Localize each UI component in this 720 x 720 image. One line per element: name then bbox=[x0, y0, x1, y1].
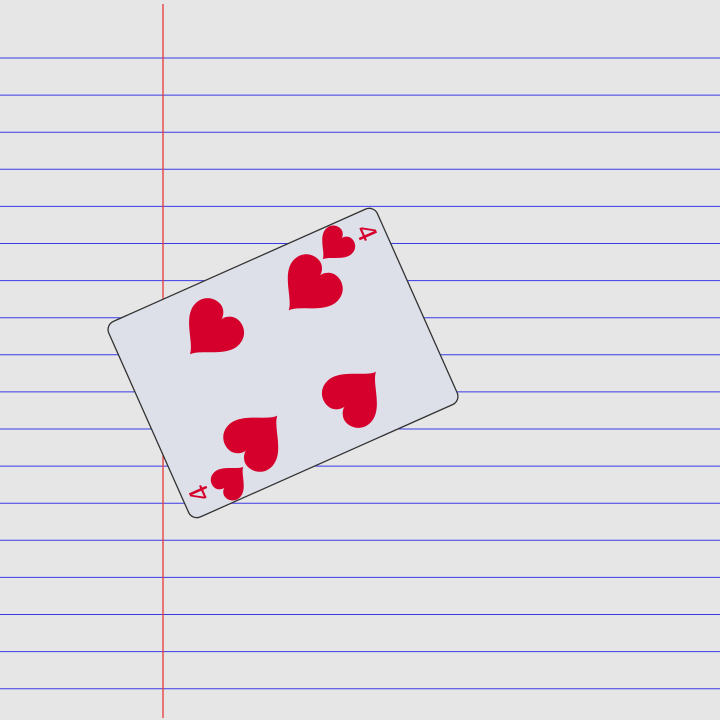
playing-card-four-of-hearts[interactable]: 44 bbox=[104, 203, 461, 522]
card-pips bbox=[189, 254, 377, 472]
heart-icon bbox=[321, 371, 377, 428]
card-face bbox=[107, 207, 459, 519]
heart-icon bbox=[189, 298, 245, 355]
heart-icon bbox=[210, 466, 244, 501]
heart-icon bbox=[287, 254, 343, 311]
heart-icon bbox=[322, 225, 356, 260]
heart-icon bbox=[223, 415, 279, 472]
